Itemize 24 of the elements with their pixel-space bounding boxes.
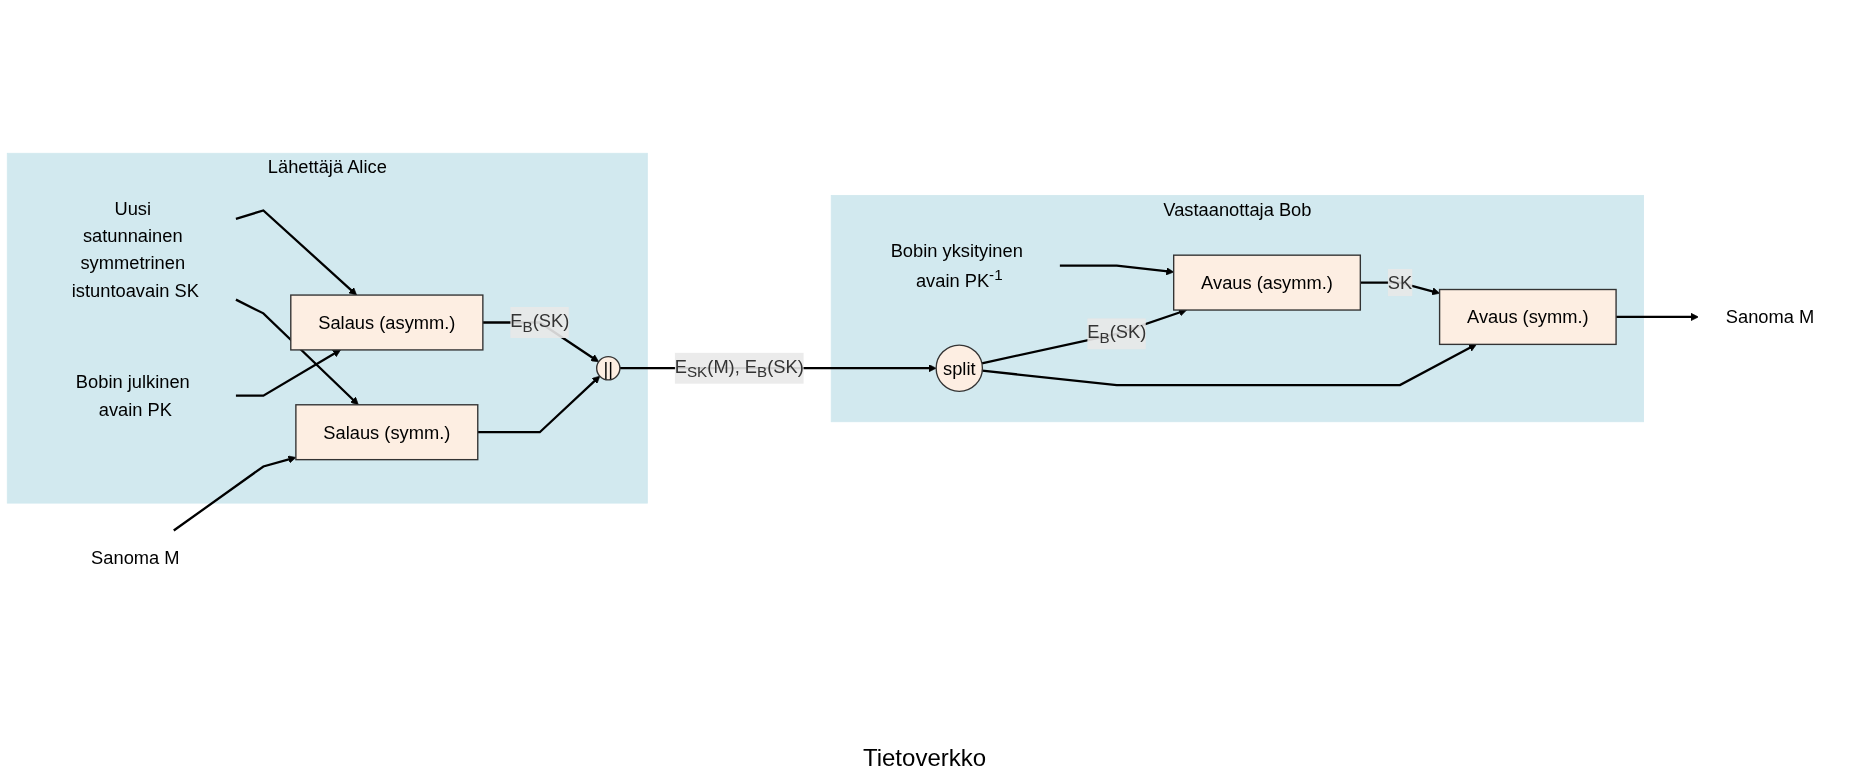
node-text: Uusi satunnainen symmetrinen istuntoavain SK	[71, 197, 199, 301]
arrow	[235, 208, 357, 296]
node-box: Avaus (symm.)	[1438, 288, 1617, 345]
arrow	[981, 308, 1187, 365]
node-circle: ||	[596, 355, 621, 381]
arrow	[982, 343, 1477, 386]
node-box: Salaus (symm.)	[295, 403, 479, 460]
node-text: Sanoma M	[1725, 306, 1815, 327]
arrow	[477, 375, 601, 433]
node-box: Salaus (asymm.)	[290, 294, 484, 351]
edge-label: E$_{B}$(SK)	[510, 310, 570, 335]
node-text: Bobin yksityinen avain PK$^{-1}$	[890, 239, 1023, 291]
node-text: Bobin julkinen avain PK	[75, 371, 190, 420]
arrow	[1616, 312, 1699, 321]
arrow	[235, 349, 341, 397]
edge-label: SK	[1387, 272, 1413, 293]
node-circle: split	[935, 344, 984, 392]
arrow	[173, 455, 297, 532]
arrow	[235, 298, 359, 405]
node-box: Avaus (asymm.)	[1173, 254, 1361, 311]
edge-label: E$_{B}$(SK)	[1087, 321, 1147, 347]
edge-label: E$_{SK}$(M), E$_{B}$(SK)	[674, 355, 804, 381]
node-text: Sanoma M	[91, 547, 180, 568]
network-label: Tietoverkko	[862, 744, 987, 771]
